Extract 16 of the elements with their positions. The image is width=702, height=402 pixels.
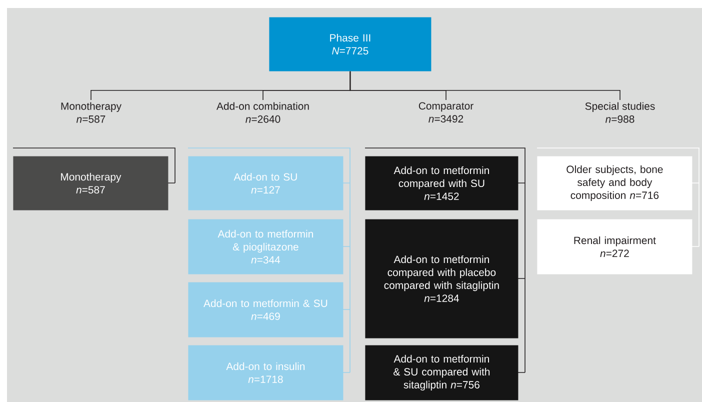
- study-box: Older subjects, bone safety and body composition n=716: [537, 156, 692, 210]
- study-box: Add-on to metformin & SU compared with sitagliptin n=756: [365, 345, 518, 400]
- study-box: Add-on to metformin & pioglitazone n=344: [188, 219, 344, 274]
- connector-line: [350, 71, 620, 100]
- category-label: Comparator n=3492: [418, 102, 474, 123]
- study-box: Add-on to metformin compared with SU n=1452: [365, 156, 518, 210]
- study-box: Add-on to SU n=127: [188, 156, 344, 210]
- study-box: Add-on to insulin n=1718: [188, 345, 344, 400]
- study-box: Add-on to metformin compared with placebo compared with sitagliptin n=1284: [365, 219, 518, 338]
- category-label: Special studies n=988: [585, 102, 655, 123]
- category-label: Add-on combination n=2640: [216, 102, 309, 123]
- study-box: Add-on to metformin & SU n=469: [188, 282, 344, 338]
- category-label: Monotherapy n=587: [61, 102, 122, 123]
- study-box: Monotherapy n=587: [13, 156, 168, 210]
- study-box: Renal impairment n=272: [537, 219, 692, 274]
- phase-box: Phase III N=7725: [269, 17, 432, 72]
